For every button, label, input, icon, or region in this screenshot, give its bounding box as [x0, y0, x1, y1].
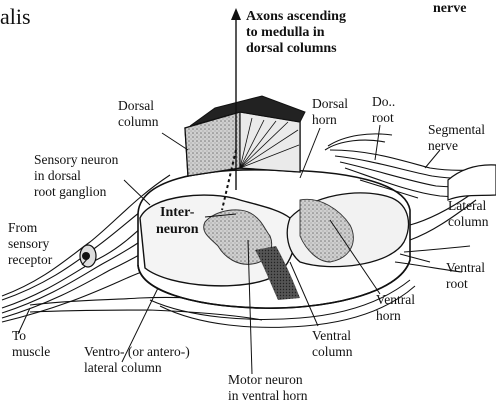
sensory-neuron-cell-body — [82, 252, 90, 260]
svg-text:To: To — [12, 328, 26, 343]
svg-text:Ventral: Ventral — [312, 328, 351, 343]
svg-text:Inter-: Inter- — [160, 205, 195, 220]
label-axons-ascending: Axons ascending to medulla in dorsal col… — [246, 9, 346, 56]
label-segmental-nerve: Segmental nerve — [428, 122, 485, 153]
svg-text:Dorsal: Dorsal — [118, 98, 154, 113]
svg-text:neuron: neuron — [156, 222, 199, 237]
label-dorsal-horn: Dorsal horn — [312, 96, 348, 127]
svg-text:muscle: muscle — [12, 344, 50, 359]
svg-text:dorsal columns: dorsal columns — [246, 41, 337, 56]
label-ventrolateral-column: Ventro- (or antero-) lateral column — [84, 344, 190, 375]
svg-text:From: From — [8, 220, 38, 235]
svg-text:nerve: nerve — [428, 138, 458, 153]
dorsal-column-block — [185, 96, 305, 176]
svg-text:Sensory neuron: Sensory neuron — [34, 152, 119, 167]
svg-text:Dorsal: Dorsal — [312, 96, 348, 111]
svg-text:Ventral: Ventral — [446, 260, 485, 275]
label-ventral-horn: Ventral horn — [376, 292, 415, 323]
label-sensory-neuron: Sensory neuron in dorsal root ganglion — [34, 152, 119, 199]
label-ventral-column: Ventral column — [312, 328, 353, 359]
svg-text:Ventro- (or antero-): Ventro- (or antero-) — [84, 344, 190, 359]
svg-text:Do..: Do.. — [372, 94, 395, 109]
svg-text:sensory: sensory — [8, 236, 49, 251]
svg-text:root ganglion: root ganglion — [34, 184, 107, 199]
svg-text:in ventral horn: in ventral horn — [228, 388, 308, 403]
svg-text:lateral column: lateral column — [84, 360, 162, 375]
title-fragment: alis — [0, 4, 31, 29]
label-lateral-column: Lateral column — [448, 198, 489, 229]
svg-text:Segmental: Segmental — [428, 122, 485, 137]
svg-text:horn: horn — [312, 112, 337, 127]
svg-text:Axons ascending: Axons ascending — [246, 9, 346, 24]
top-right-nerve-label: nerve — [433, 1, 466, 16]
label-dorsal-column: Dorsal column — [118, 98, 159, 129]
label-motor-neuron: Motor neuron in ventral horn — [228, 372, 308, 403]
svg-text:column: column — [312, 344, 353, 359]
label-to-muscle: To muscle — [12, 328, 50, 359]
svg-text:column: column — [118, 114, 159, 129]
label-ventral-root: Ventral root — [446, 260, 485, 291]
svg-text:root: root — [372, 110, 394, 125]
svg-text:Lateral: Lateral — [448, 198, 486, 213]
svg-text:column: column — [448, 214, 489, 229]
label-dorsal-root: Do.. root — [372, 94, 395, 125]
svg-text:receptor: receptor — [8, 252, 53, 267]
svg-text:to medulla in: to medulla in — [246, 25, 325, 40]
svg-text:Motor neuron: Motor neuron — [228, 372, 303, 387]
label-from-sensory-receptor: From sensory receptor — [8, 220, 53, 267]
svg-text:in dorsal: in dorsal — [34, 168, 81, 183]
svg-text:Ventral: Ventral — [376, 292, 415, 307]
svg-text:root: root — [446, 276, 468, 291]
svg-text:horn: horn — [376, 308, 401, 323]
spinal-cord-body — [138, 170, 410, 308]
